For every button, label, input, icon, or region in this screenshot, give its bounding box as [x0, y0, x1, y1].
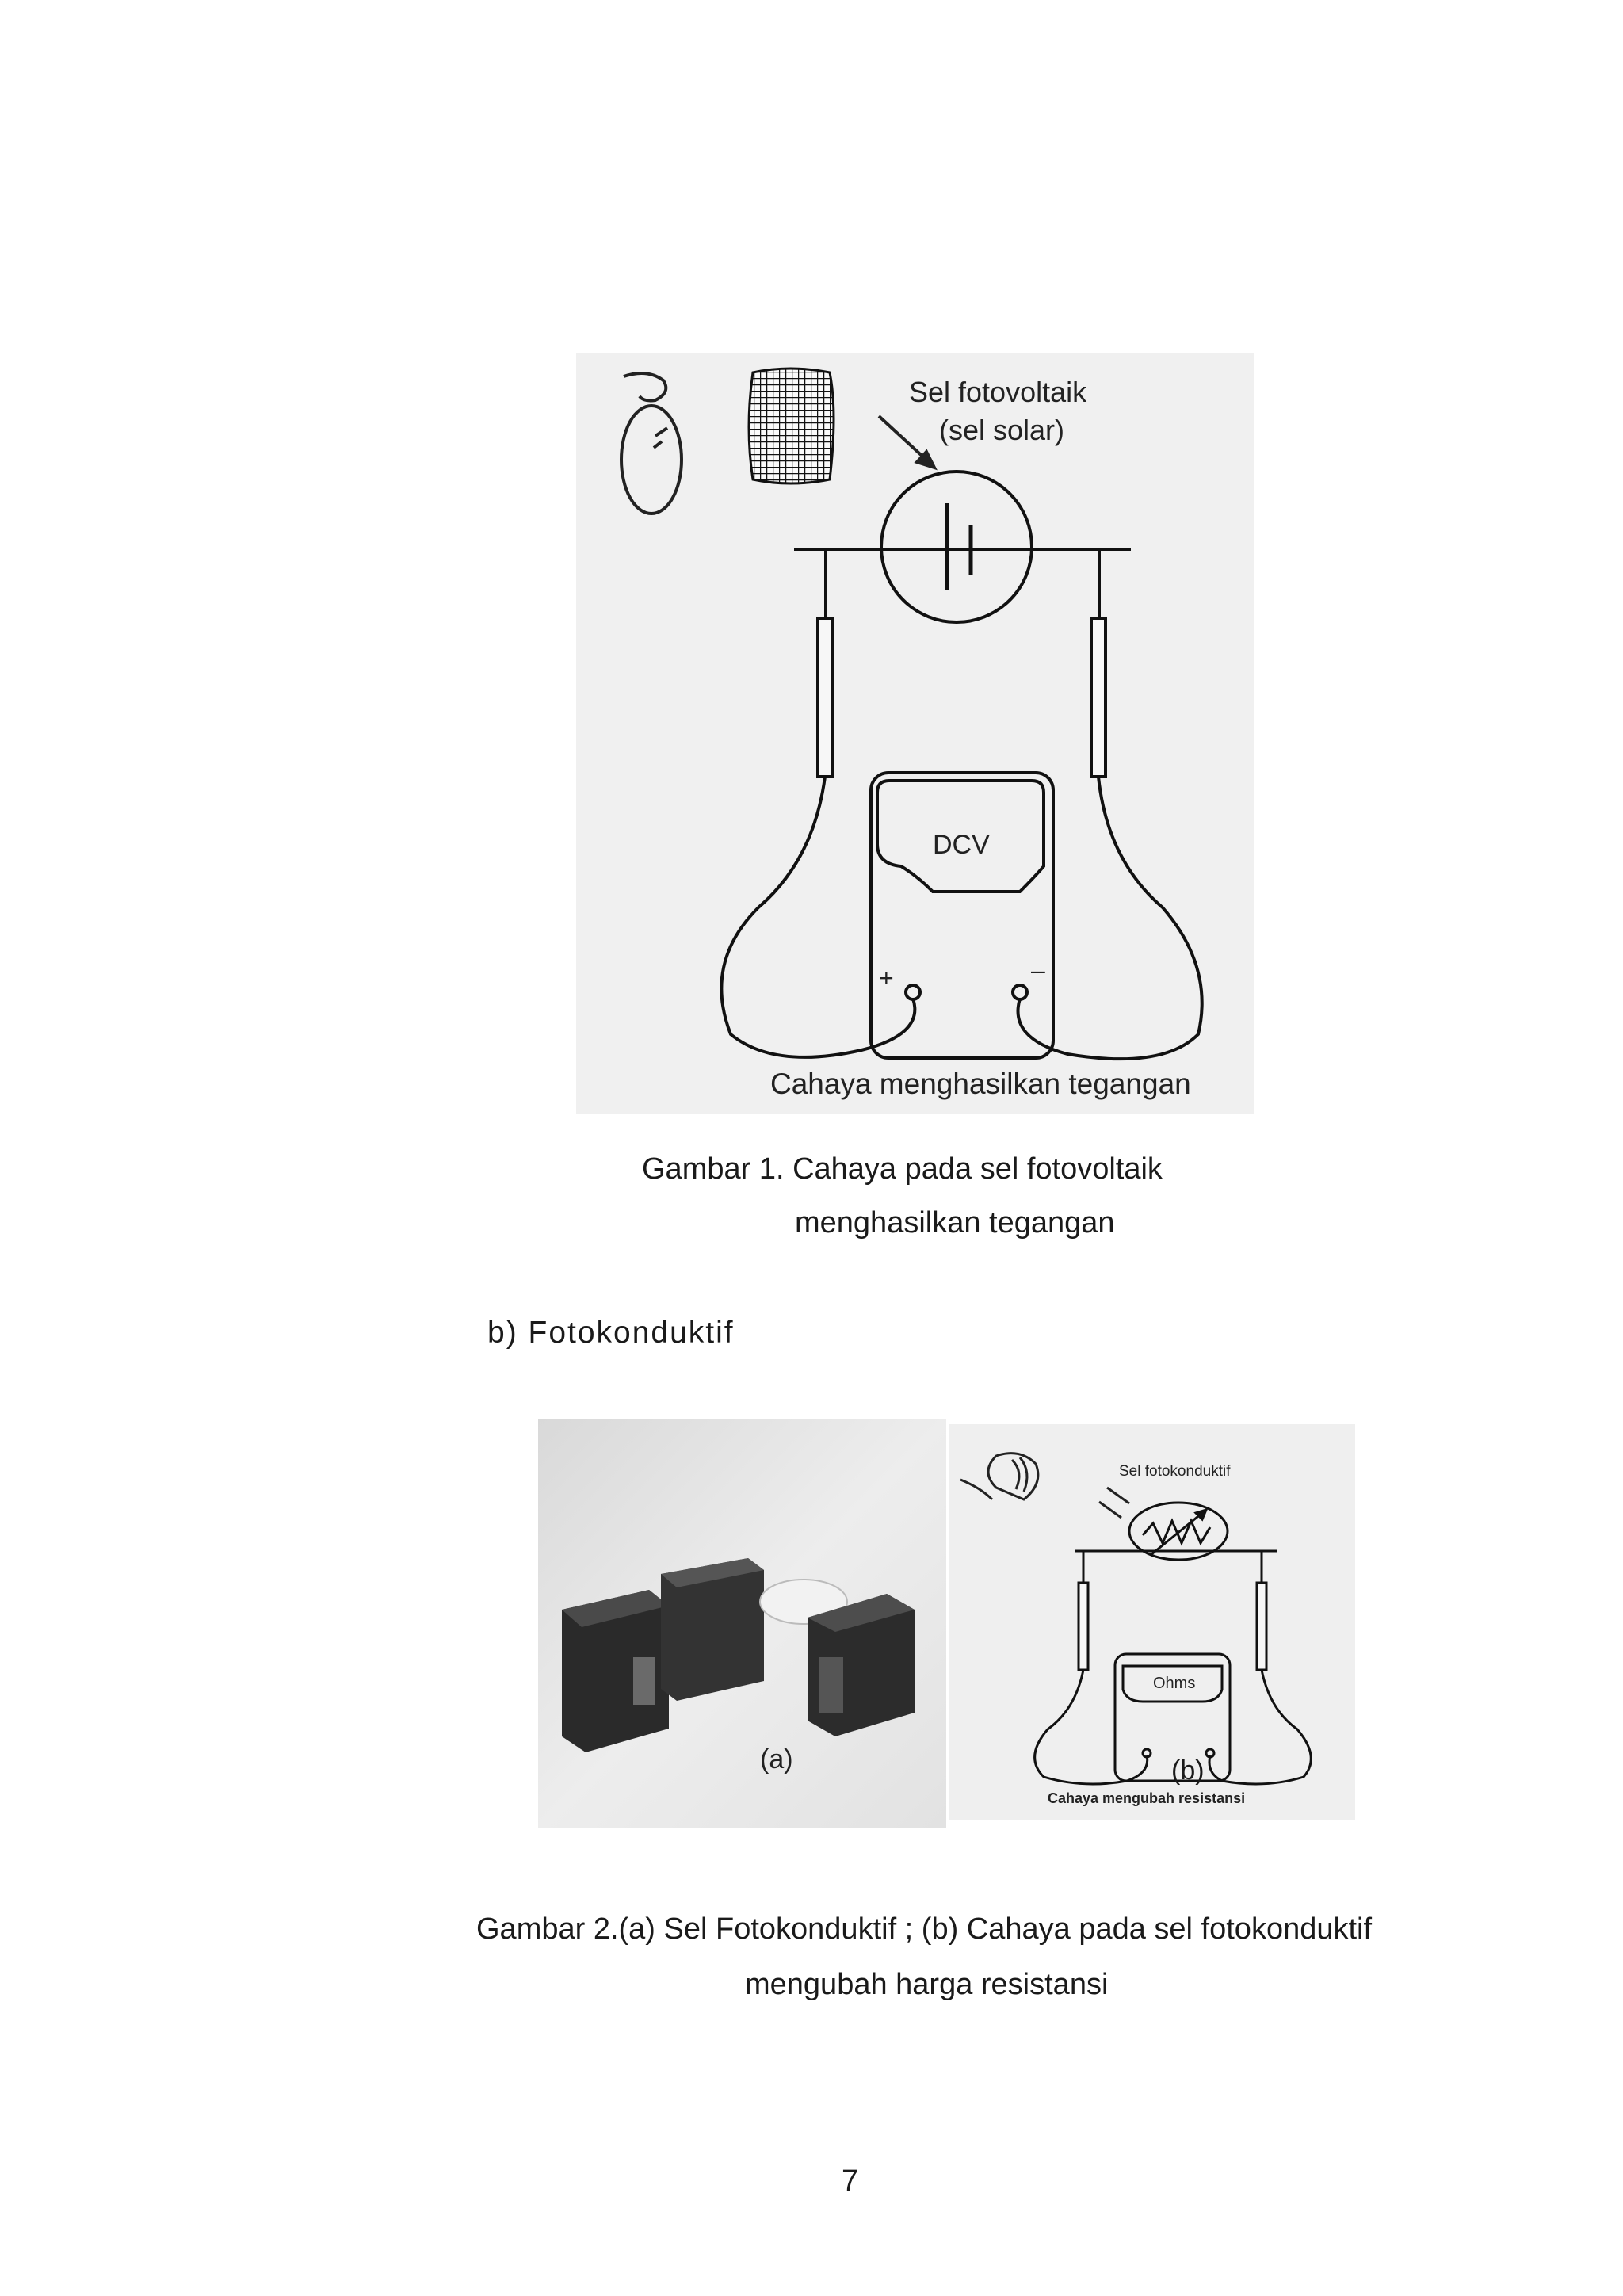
probe-right — [1090, 549, 1107, 778]
figure1-caption-line2: menghasilkan tegangan — [795, 1206, 1115, 1240]
section-heading-fotokonduktif: b) Fotokonduktif — [487, 1316, 735, 1350]
figure2-caption-line2: mengubah harga resistansi — [745, 1968, 1109, 2001]
figure2b-label: (b) — [1171, 1755, 1205, 1786]
page-number: 7 — [842, 2164, 859, 2198]
meter-ohms-label: Ohms — [1153, 1675, 1195, 1692]
figure1-caption-line1: Gambar 1. Cahaya pada sel fotovoltaik — [642, 1152, 1163, 1186]
bottom-caption-label: Cahaya mengubah resistansi — [1048, 1790, 1245, 1806]
light-bulb-icon — [960, 1452, 1040, 1501]
figure-photoconductive-sensor-photo: (a) — [538, 1419, 946, 1828]
bottom-caption-label: Cahaya menghasilkan tegangan — [770, 1068, 1191, 1100]
sensor-device-left — [562, 1590, 669, 1752]
light-source-grid-icon — [747, 367, 835, 485]
circuit-wires — [1033, 1669, 1312, 1786]
solar-cell-label: (sel solar) — [939, 414, 1064, 446]
figure2-caption-line1: Gambar 2.(a) Sel Fotokonduktif ; (b) Cah… — [476, 1912, 1373, 1946]
light-arrow — [877, 415, 938, 471]
voltmeter — [869, 771, 1055, 1060]
meter-dcv-label: DCV — [933, 830, 990, 860]
sensor-device-right — [808, 1594, 915, 1736]
minus-terminal-label: – — [1031, 956, 1045, 984]
figure-photoconductive-circuit: Sel fotokonduktif Ohms Cahaya mengubah r… — [949, 1424, 1355, 1820]
photoresistor-symbol — [1075, 1501, 1277, 1561]
photovoltaic-cell-label: Sel fotovoltaik — [909, 376, 1087, 408]
sensor-device-middle — [661, 1558, 764, 1701]
figure-photovoltaic-circuit: Sel fotovoltaik (sel solar) DCV + – Caha… — [576, 353, 1254, 1114]
figure2a-label: (a) — [760, 1744, 793, 1775]
plus-terminal-label: + — [879, 964, 894, 992]
ohmmeter — [1113, 1652, 1232, 1782]
light-bulb-icon — [620, 372, 683, 515]
light-arrows — [1098, 1486, 1130, 1519]
photovoltaic-cell-symbol — [794, 470, 1131, 624]
photoconductive-cell-label: Sel fotokonduktif — [1119, 1463, 1231, 1480]
circuit-wires — [720, 776, 1204, 1061]
